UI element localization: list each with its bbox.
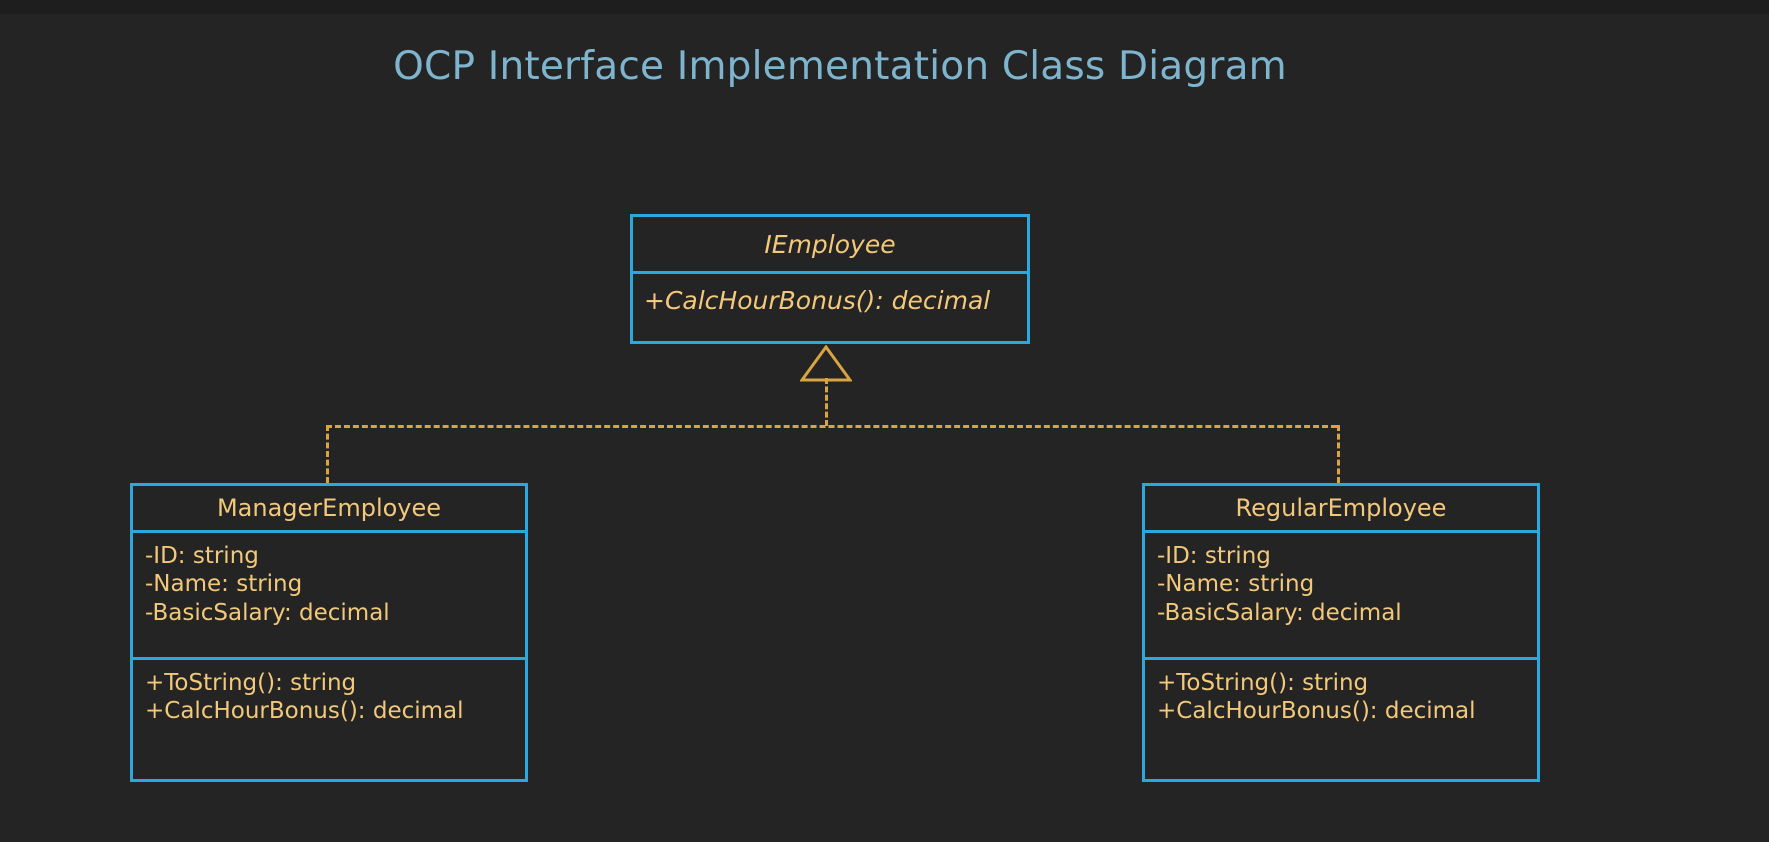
window-top-edge	[0, 0, 1769, 14]
attribute-line: -Name: string	[1157, 571, 1315, 598]
method-line: +ToString(): string	[145, 670, 357, 696]
realization-drop-manageremployee	[326, 425, 329, 483]
methods-compartment: +ToString(): string +CalcHourBonus(): de…	[133, 657, 525, 776]
class-name-compartment: IEmployee	[633, 217, 1027, 271]
method-line: +CalcHourBonus(): decimal	[644, 286, 991, 315]
hollow-triangle-arrowhead-icon	[800, 345, 852, 382]
realization-trunk	[326, 425, 1337, 428]
class-name-compartment: ManagerEmployee	[133, 486, 525, 530]
method-line: +ToString(): string	[1157, 670, 1369, 696]
class-name-label: RegularEmployee	[1235, 494, 1447, 522]
methods-compartment: +CalcHourBonus(): decimal	[633, 271, 1027, 341]
attributes-compartment: -ID: string -Name: string -BasicSalary: …	[133, 530, 525, 657]
class-name-label: IEmployee	[764, 229, 896, 259]
method-line: +CalcHourBonus(): decimal	[145, 698, 464, 725]
attribute-line: -Name: string	[145, 571, 303, 598]
class-name-label: ManagerEmployee	[216, 494, 442, 522]
diagram-title: OCP Interface Implementation Class Diagr…	[393, 44, 1287, 89]
attribute-line: -ID: string	[145, 543, 259, 569]
method-line: +CalcHourBonus(): decimal	[1157, 698, 1476, 725]
uml-class-manageremployee[interactable]: ManagerEmployee -ID: string -Name: strin…	[130, 483, 528, 782]
methods-compartment: +ToString(): string +CalcHourBonus(): de…	[1145, 657, 1537, 776]
uml-class-iemployee[interactable]: IEmployee +CalcHourBonus(): decimal	[630, 214, 1030, 344]
realization-drop-regularemployee	[1337, 425, 1340, 483]
realization-stem	[825, 378, 828, 426]
attributes-compartment: -ID: string -Name: string -BasicSalary: …	[1145, 530, 1537, 657]
class-name-compartment: RegularEmployee	[1145, 486, 1537, 530]
attribute-line: -BasicSalary: decimal	[145, 599, 390, 626]
attribute-line: -ID: string	[1157, 543, 1271, 569]
attribute-line: -BasicSalary: decimal	[1157, 599, 1402, 626]
uml-class-regularemployee[interactable]: RegularEmployee -ID: string -Name: strin…	[1142, 483, 1540, 782]
